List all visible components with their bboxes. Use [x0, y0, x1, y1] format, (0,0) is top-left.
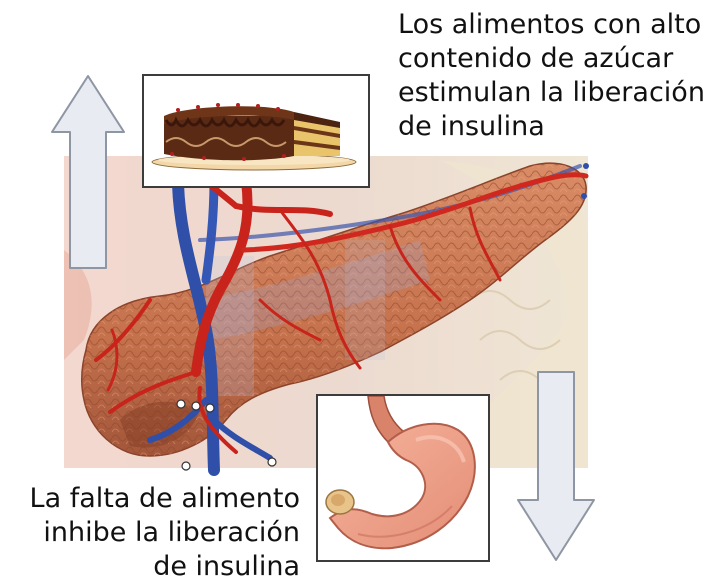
blood-vessels — [94, 163, 589, 476]
caption-no-food: La falta de alimento inhibe la liberació… — [29, 483, 300, 582]
cake-icon — [151, 103, 357, 171]
stomach-icon — [325, 396, 476, 550]
cake-image-frame — [142, 74, 370, 188]
caption-high-sugar: Los alimentos con alto contenido de azúc… — [398, 9, 705, 142]
stomach-image-frame — [316, 394, 490, 562]
arrow-up-icon — [51, 75, 125, 269]
arrow-down-icon — [517, 371, 595, 561]
